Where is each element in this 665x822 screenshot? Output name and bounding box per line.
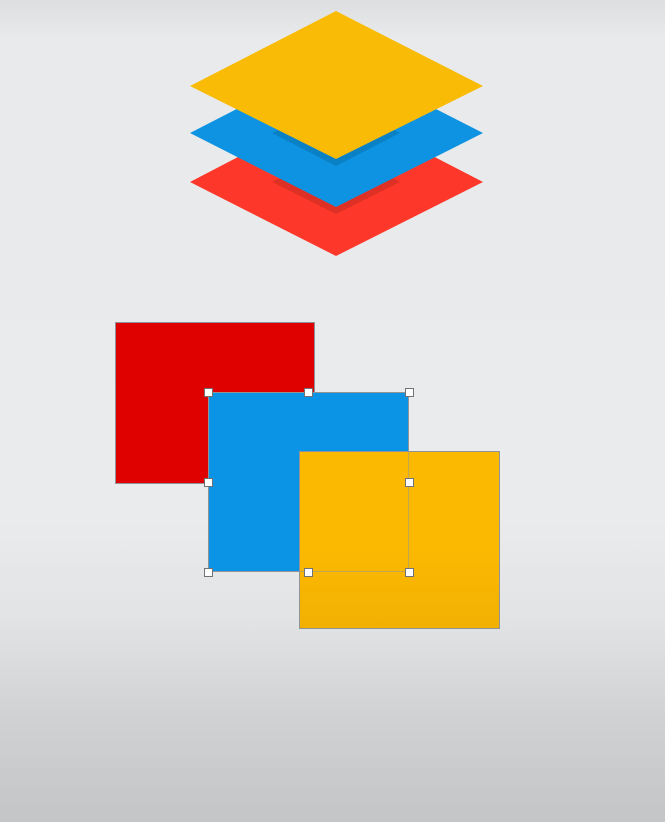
layer-yellow-icon bbox=[190, 11, 483, 159]
resize-handle-bottom-right[interactable] bbox=[405, 568, 414, 577]
resize-handle-top-left[interactable] bbox=[204, 388, 213, 397]
resize-handle-middle-right[interactable] bbox=[405, 478, 414, 487]
square-yellow[interactable] bbox=[299, 451, 500, 629]
layers-stack-icon bbox=[190, 11, 483, 256]
resize-handle-top-middle[interactable] bbox=[304, 388, 313, 397]
resize-handle-middle-left[interactable] bbox=[204, 478, 213, 487]
resize-handle-top-right[interactable] bbox=[405, 388, 414, 397]
resize-handle-bottom-middle[interactable] bbox=[304, 568, 313, 577]
resize-handle-bottom-left[interactable] bbox=[204, 568, 213, 577]
